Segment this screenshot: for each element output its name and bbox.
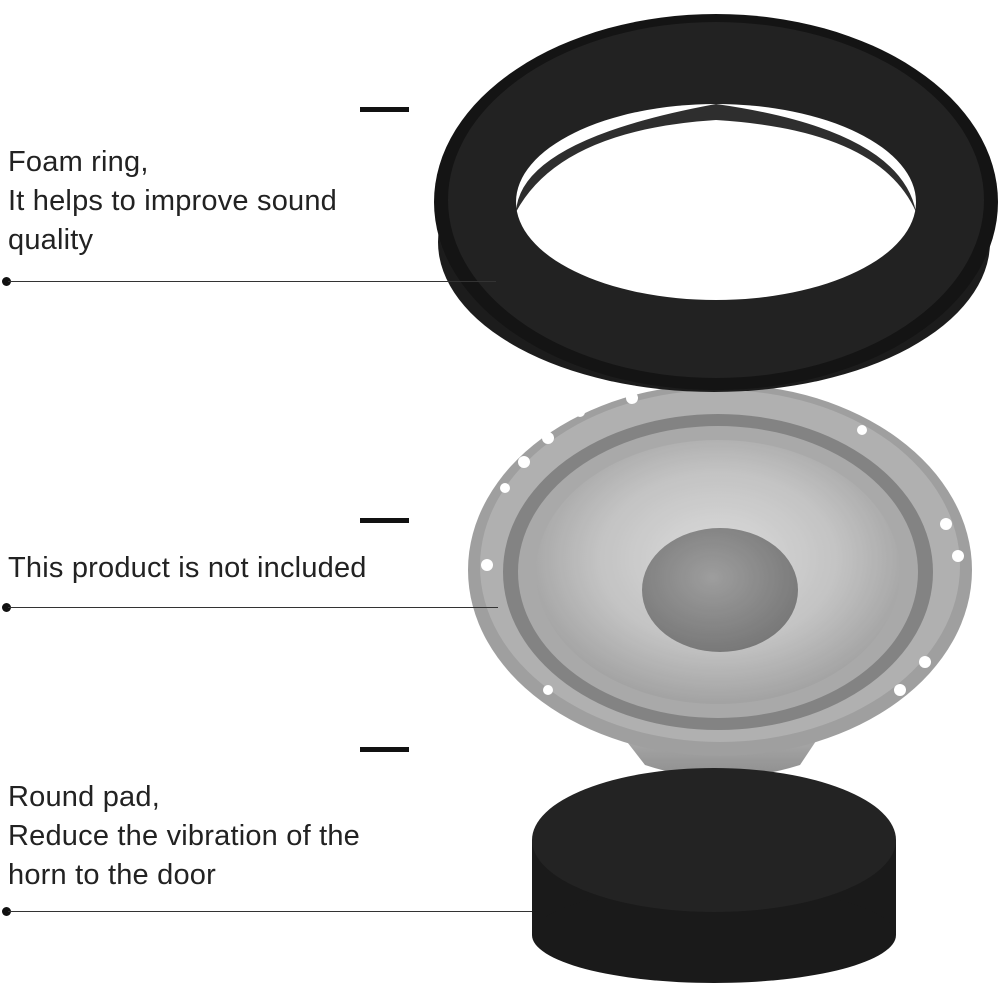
round-pad <box>532 768 896 983</box>
speaker-dust-cap <box>642 528 798 652</box>
callout-2-leader-line <box>8 607 498 608</box>
foam-ring-hole <box>516 104 916 300</box>
callout-1-dot <box>2 277 11 286</box>
foam-ring <box>434 14 998 392</box>
callout-3-leader-line <box>8 911 532 912</box>
callout-2-dot <box>2 603 11 612</box>
callout-3-dot <box>2 907 11 916</box>
callout-not-included-text: This product is not included <box>8 552 367 584</box>
round-pad-top <box>532 768 896 912</box>
callout-1-leader-line <box>8 281 496 282</box>
callout-foam-ring-text: Foam ring, It helps to improve sound qua… <box>8 146 338 256</box>
callout-round-pad-text: Round pad, Reduce the vibration of the h… <box>8 781 361 891</box>
mounting-holes <box>481 392 964 696</box>
callout-2-dash <box>360 518 409 523</box>
callout-3-dash <box>360 747 409 752</box>
callout-1-dash <box>360 107 409 112</box>
speaker <box>468 384 972 778</box>
